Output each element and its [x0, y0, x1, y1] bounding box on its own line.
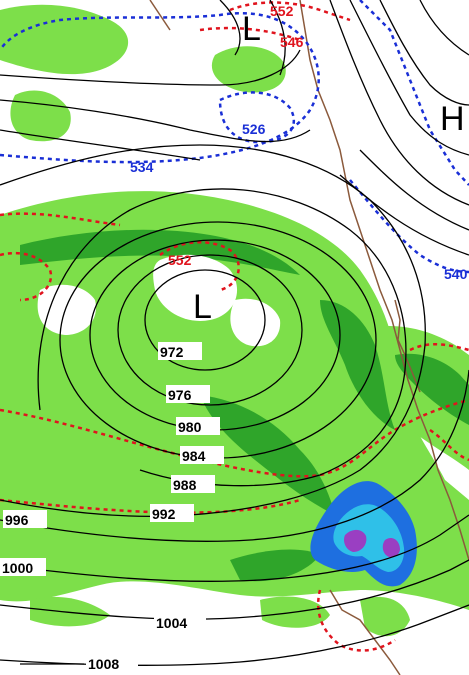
coastline-north — [299, 0, 469, 561]
thickness-label-red: 552 — [168, 252, 192, 268]
precip-band-moderate-5 — [230, 549, 320, 582]
isobar-label: 1000 — [2, 560, 33, 576]
isobar-high-3 — [379, 0, 469, 106]
thickness-label-red: 546 — [280, 34, 304, 50]
precip-core-extreme-2 — [382, 538, 400, 558]
isobar-996 — [0, 369, 469, 542]
isobar-label: 980 — [178, 419, 202, 435]
isobar-988 — [37, 188, 407, 487]
isobar-1000 — [0, 514, 469, 582]
isobar-east-1 — [359, 149, 469, 231]
precip-area-south — [30, 596, 110, 627]
thickness-line-552-north — [229, 1, 351, 22]
isobar-label: 996 — [5, 512, 29, 528]
isobar-976 — [117, 254, 303, 406]
isobar-north-3 — [219, 0, 241, 56]
isobar-labels: 972 976 980 984 988 992 996 1000 1004 10… — [0, 342, 224, 672]
thickness-line-552-center — [159, 240, 240, 292]
thickness-line-south — [0, 398, 469, 478]
precipitation-shading — [0, 4, 469, 637]
precip-area-far-southeast — [360, 596, 410, 637]
isobar-label: 1008 — [88, 656, 119, 672]
precip-band-moderate-3 — [200, 395, 335, 515]
isobar-high-1 — [329, 0, 469, 206]
isobar-north-2 — [0, 49, 301, 86]
isobar-label: 992 — [152, 506, 176, 522]
precip-gap-west — [37, 284, 96, 335]
coastline-inland — [394, 299, 421, 393]
isobar-label: 1004 — [156, 615, 187, 631]
precip-gap-inner — [230, 298, 281, 347]
thickness-labels: 526 534 540 552 546 552 — [130, 3, 468, 282]
thickness-warm-lines — [0, 1, 469, 652]
isobar-west-1 — [0, 129, 201, 161]
thickness-label-blue: 534 — [130, 159, 154, 175]
precip-band-moderate-4 — [395, 353, 469, 425]
low-center-north: L — [242, 10, 261, 48]
precip-area-north — [211, 46, 286, 93]
border-line-2 — [149, 0, 171, 31]
isobar-972 — [144, 269, 266, 371]
isobar-label: 976 — [168, 387, 192, 403]
low-center-main: L — [193, 288, 212, 326]
thickness-line-546 — [199, 26, 301, 42]
isobar-label: 972 — [160, 344, 184, 360]
thickness-line-far-se — [429, 428, 469, 462]
isobar-east-2 — [339, 174, 469, 256]
thickness-line-upper — [359, 0, 469, 186]
isobar-high-2 — [349, 0, 469, 156]
thickness-line-south-2 — [0, 498, 301, 514]
thickness-line-540 — [349, 179, 469, 274]
thickness-label-red: 552 — [270, 3, 294, 19]
high-center-east: H — [440, 100, 465, 138]
isobar-label: 988 — [173, 477, 197, 493]
isobar-high-4 — [419, 0, 469, 56]
thickness-line-sw-2 — [0, 251, 53, 302]
thickness-cold-lines — [0, 0, 469, 274]
precip-core-extreme-1 — [343, 529, 367, 552]
pressure-centers: L L H — [193, 10, 465, 326]
isobar-north-4 — [269, 0, 286, 76]
precip-band-moderate-2 — [320, 300, 395, 430]
thickness-label-blue: 526 — [242, 121, 266, 137]
isobar-label: 984 — [182, 448, 206, 464]
thickness-label-blue: 540 — [444, 266, 468, 282]
thickness-line-sw-1 — [0, 212, 121, 227]
border-line — [329, 589, 401, 675]
thickness-line-se — [316, 589, 396, 652]
isobar-1004 — [0, 559, 469, 620]
coastline — [149, 0, 469, 675]
precip-area-upper-left — [10, 90, 71, 142]
thickness-line-534 — [0, 11, 320, 164]
precip-area-northwest — [0, 4, 129, 75]
isobar-north-1 — [0, 99, 311, 143]
